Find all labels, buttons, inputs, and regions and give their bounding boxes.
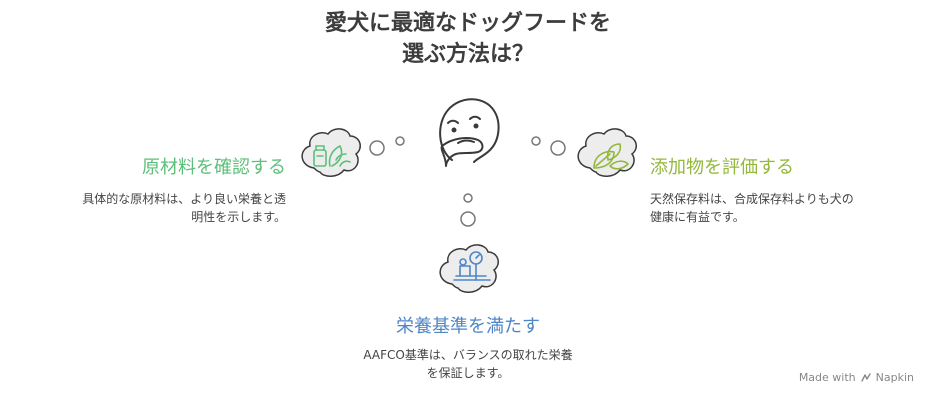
napkin-logo-icon xyxy=(860,372,871,382)
heading-evaluate-additives: 添加物を評価する xyxy=(650,157,794,178)
desc-line: AAFCO基準は、バランスの取れた栄養 xyxy=(363,348,573,362)
desc-line: 天然保存料は、合成保存料よりも犬の xyxy=(650,192,854,206)
title-line-1: 愛犬に最適なドッグフードを xyxy=(324,11,611,36)
heading-meet-nutrition-standards: 栄養基準を満たす xyxy=(396,316,540,337)
cloud-right xyxy=(577,128,637,177)
bubble-right-large xyxy=(550,140,566,156)
cloud-bottom xyxy=(439,244,499,293)
scale-icon xyxy=(453,251,491,281)
bubble-bottom-small xyxy=(463,193,473,203)
thought-bubbles xyxy=(369,136,566,227)
desc-check-ingredients: 具体的な原材料は、より良い栄養と透 明性を示します。 xyxy=(24,190,286,226)
desc-evaluate-additives: 天然保存料は、合成保存料よりも犬の 健康に有益です。 xyxy=(650,190,920,226)
bubble-left-large xyxy=(369,140,385,156)
bubble-bottom-large xyxy=(460,211,476,227)
desc-meet-nutrition-standards: AAFCO基準は、バランスの取れた栄養 を保証します。 xyxy=(318,346,618,382)
footer-label: Made with xyxy=(798,371,856,384)
ingredients-icon xyxy=(313,145,351,167)
thinking-face-icon xyxy=(439,98,500,167)
desc-line: 健康に有益です。 xyxy=(650,210,745,224)
cloud-left xyxy=(301,128,361,177)
title-line-2: 選ぶ方法は？ xyxy=(401,42,534,67)
heading-check-ingredients: 原材料を確認する xyxy=(142,157,286,178)
leaf-icon xyxy=(593,143,629,170)
desc-line: 具体的な原材料は、より良い栄養と透 xyxy=(82,192,286,206)
made-with-napkin-badge[interactable]: Made with Napkin xyxy=(799,371,914,384)
bubble-right-small xyxy=(531,136,541,146)
footer-brand: Napkin xyxy=(875,371,914,384)
page-title: 愛犬に最適なドッグフードを 選ぶ方法は？ xyxy=(268,8,668,70)
desc-line: 明性を示します。 xyxy=(191,210,286,224)
bubble-left-small xyxy=(395,136,405,146)
desc-line: を保証します。 xyxy=(426,366,510,380)
